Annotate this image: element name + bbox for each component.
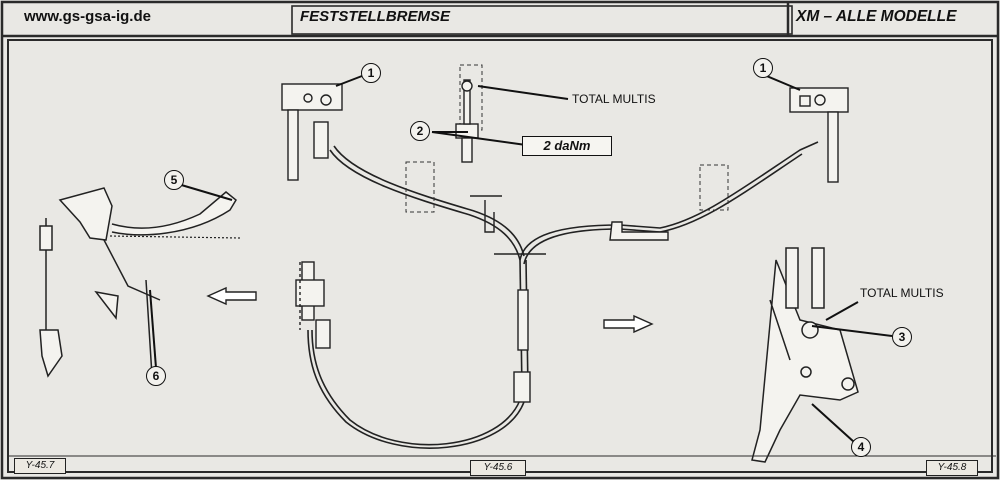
callout-1-left: 1 (361, 63, 381, 83)
handbrake-lever (295, 261, 331, 349)
total-multis-label-top: TOTAL MULTIS (572, 92, 656, 106)
left-caliper (281, 83, 343, 181)
cable-bracket (609, 221, 669, 241)
cable-adjuster (455, 79, 479, 163)
callout-4: 4 (851, 437, 871, 457)
figure-ref-center: Y-45.6 (470, 460, 526, 476)
cable-guide (513, 289, 531, 403)
total-multis-label-right: TOTAL MULTIS (860, 286, 944, 300)
callout-5: 5 (164, 170, 184, 190)
leader-lines (149, 73, 893, 443)
equalizer (470, 195, 546, 255)
brake-cables (307, 141, 819, 449)
website-url: www.gs-gsa-ig.de (24, 8, 151, 25)
figure-ref-right: Y-45.8 (926, 460, 978, 476)
right-caliper (789, 87, 849, 183)
lever-detail (751, 247, 859, 463)
models-label: XM – ALLE MODELLE (796, 8, 957, 25)
callout-1-right: 1 (753, 58, 773, 78)
pedal-assembly (39, 187, 237, 378)
direction-arrows (206, 286, 654, 334)
page-title: FESTSTELLBREMSE (300, 8, 451, 25)
pedal-cable (109, 235, 241, 239)
callout-6: 6 (146, 366, 166, 386)
figure-ref-left: Y-45.7 (14, 458, 66, 474)
torque-value-box: 2 daNm (522, 136, 612, 156)
callout-2: 2 (410, 121, 430, 141)
title-box (291, 5, 793, 35)
callout-3: 3 (892, 327, 912, 347)
